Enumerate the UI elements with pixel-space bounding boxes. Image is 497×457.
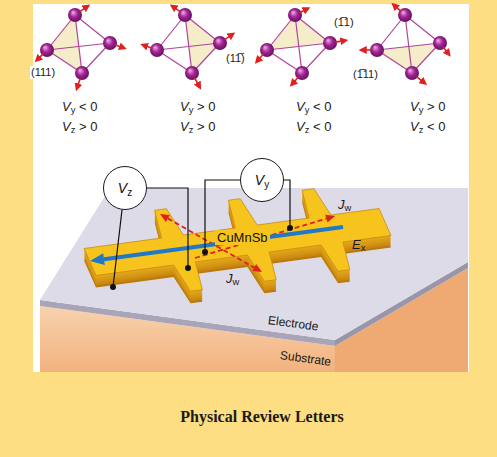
symbol-letter: V [180, 119, 189, 134]
symbol-letter: V [410, 99, 419, 114]
symbol-letter: V [118, 180, 127, 196]
hall-bar-device: CuMnSb [140, 215, 350, 268]
current-label: Jw [226, 272, 239, 287]
subscript: y [305, 105, 310, 115]
current-arrow [168, 218, 327, 267]
voltage-sign: Vz > 0 [180, 120, 215, 135]
plane-label: (1̅11) [352, 68, 379, 81]
wire [113, 210, 122, 287]
arrowhead [90, 253, 105, 265]
subscript: x [361, 243, 366, 253]
plane-label: (11̅) [225, 52, 246, 65]
material-label: CuMnSb [215, 230, 270, 245]
voltmeter-circle: Vz [103, 166, 147, 210]
journal-caption: Physical Review Letters [180, 408, 344, 426]
symbol-letter: J [338, 197, 345, 212]
subscript: z [305, 125, 310, 135]
electrode-top [40, 188, 468, 340]
subscript: z [71, 125, 76, 135]
symbol-letter: E [352, 237, 361, 252]
field-arrow [104, 227, 343, 259]
symbol-letter: V [180, 99, 189, 114]
voltage-sign: Vy > 0 [180, 100, 215, 115]
voltage-sign: Vz < 0 [410, 120, 445, 135]
wire [147, 188, 188, 268]
subscript: y [189, 105, 194, 115]
subscript: y [71, 105, 76, 115]
voltage-sign: Vy > 0 [410, 100, 445, 115]
meter-label: Vz [118, 180, 132, 196]
voltage-sign: Vz < 0 [296, 120, 331, 135]
voltage-sign: Vz > 0 [62, 120, 97, 135]
symbol-letter: V [410, 119, 419, 134]
symbol-letter: V [62, 99, 71, 114]
symbol-letter: V [296, 99, 305, 114]
symbol-letter: J [226, 271, 233, 286]
plane-label: (1̅1) [333, 16, 355, 29]
subscript: z [189, 125, 194, 135]
meter-label: Vy [255, 172, 269, 188]
subscript: w [345, 203, 352, 213]
contact-dot [110, 284, 116, 290]
contact-dot [287, 225, 293, 231]
current-label: Jw [338, 198, 351, 213]
subscript: w [233, 277, 240, 287]
contact-dot [185, 265, 191, 271]
subscript: y [419, 105, 424, 115]
symbol-letter: V [296, 119, 305, 134]
symbol-letter: V [62, 119, 71, 134]
plane-label: (111) [30, 66, 56, 79]
subscript: y [264, 179, 269, 190]
voltage-sign: Vy < 0 [62, 100, 97, 115]
voltmeter-circle: Vy [240, 158, 284, 202]
white-panel [33, 4, 469, 372]
contact-dot [202, 249, 208, 255]
tetrahedron [143, 6, 233, 87]
field-label: Ex [352, 238, 365, 253]
wire [284, 180, 290, 228]
subscript: z [419, 125, 424, 135]
arrowhead [160, 214, 335, 272]
symbol-letter: V [255, 172, 264, 188]
subscript: z [127, 187, 132, 198]
voltage-sign: Vy < 0 [296, 100, 331, 115]
